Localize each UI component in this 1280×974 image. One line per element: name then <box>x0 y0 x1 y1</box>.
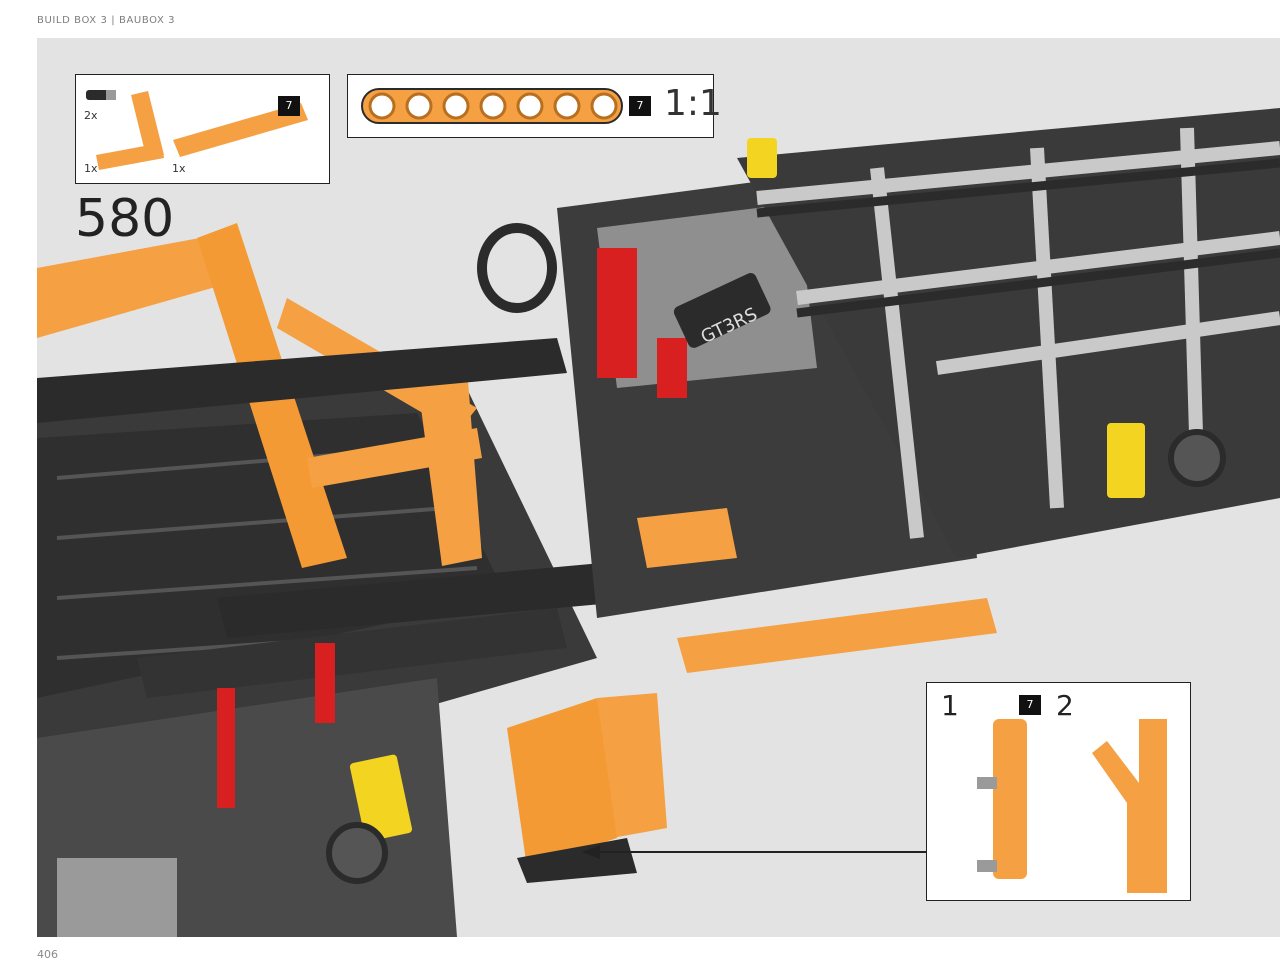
build-illustration: GT3RS <box>37 38 1280 937</box>
beam-step-1 <box>993 719 1027 879</box>
part-qty: 2x <box>84 109 98 122</box>
straight-beam-part <box>173 103 308 157</box>
substep-illustration <box>977 719 1167 893</box>
model-render: GT3RS <box>37 108 1280 937</box>
red-beam <box>597 248 637 378</box>
substep-1-label: 1 <box>941 689 959 722</box>
yellow-part-right <box>1107 423 1145 498</box>
page-header: BUILD BOX 3 | BAUBOX 3 <box>37 15 176 26</box>
page-number: 406 <box>37 948 58 961</box>
color-badge: 7 <box>1019 695 1041 715</box>
scale-ruler-callout: 7 <box>347 74 714 138</box>
scale-label: 1:1 <box>664 83 722 124</box>
parts-list-callout: 2x 1x 1x 7 <box>75 74 330 184</box>
orange-bumper-bracket <box>597 693 667 838</box>
ruler-beam <box>361 88 623 124</box>
yellow-part-left <box>349 754 413 842</box>
color-badge: 7 <box>629 96 651 116</box>
part-qty: 1x <box>172 162 186 175</box>
orange-beam-lower <box>677 598 997 673</box>
steering-wheel <box>477 223 557 313</box>
orange-beam-front <box>37 233 247 338</box>
l-beam-part <box>131 91 164 160</box>
step-number: 580 <box>75 189 175 249</box>
substep-callout: 7 <box>926 682 1191 901</box>
part-qty: 1x <box>84 162 98 175</box>
beam-step-2 <box>1092 719 1167 893</box>
substep-2-label: 2 <box>1056 689 1074 722</box>
parts-illustration <box>86 90 308 170</box>
color-badge: 7 <box>278 96 300 116</box>
